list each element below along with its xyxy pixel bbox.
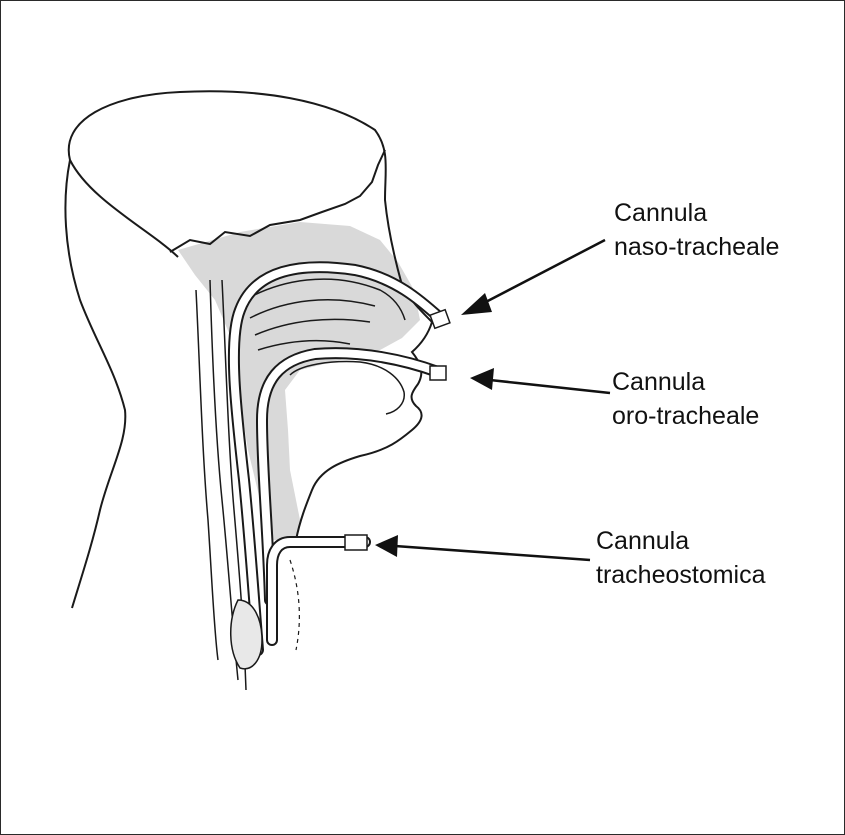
arrow-tracheo	[375, 535, 590, 560]
label-tracheostomy: Cannula tracheostomica	[596, 524, 766, 592]
label-oro-tracheal: Cannula oro-tracheale	[612, 365, 759, 433]
arrow-naso	[461, 240, 605, 315]
label-tracheo-line1: Cannula	[596, 524, 766, 558]
neck-back-outline	[65, 160, 125, 608]
label-oro-line2: oro-tracheale	[612, 399, 759, 433]
label-naso-tracheal: Cannula naso-tracheale	[614, 196, 779, 264]
tongue	[290, 362, 404, 414]
label-tracheo-line2: tracheostomica	[596, 558, 766, 592]
trachea-dashed	[290, 560, 299, 650]
tracheostomy-tube	[272, 535, 367, 640]
arrow-oro	[470, 368, 610, 393]
label-naso-line2: naso-tracheale	[614, 230, 779, 264]
label-naso-line1: Cannula	[614, 196, 779, 230]
label-oro-line1: Cannula	[612, 365, 759, 399]
